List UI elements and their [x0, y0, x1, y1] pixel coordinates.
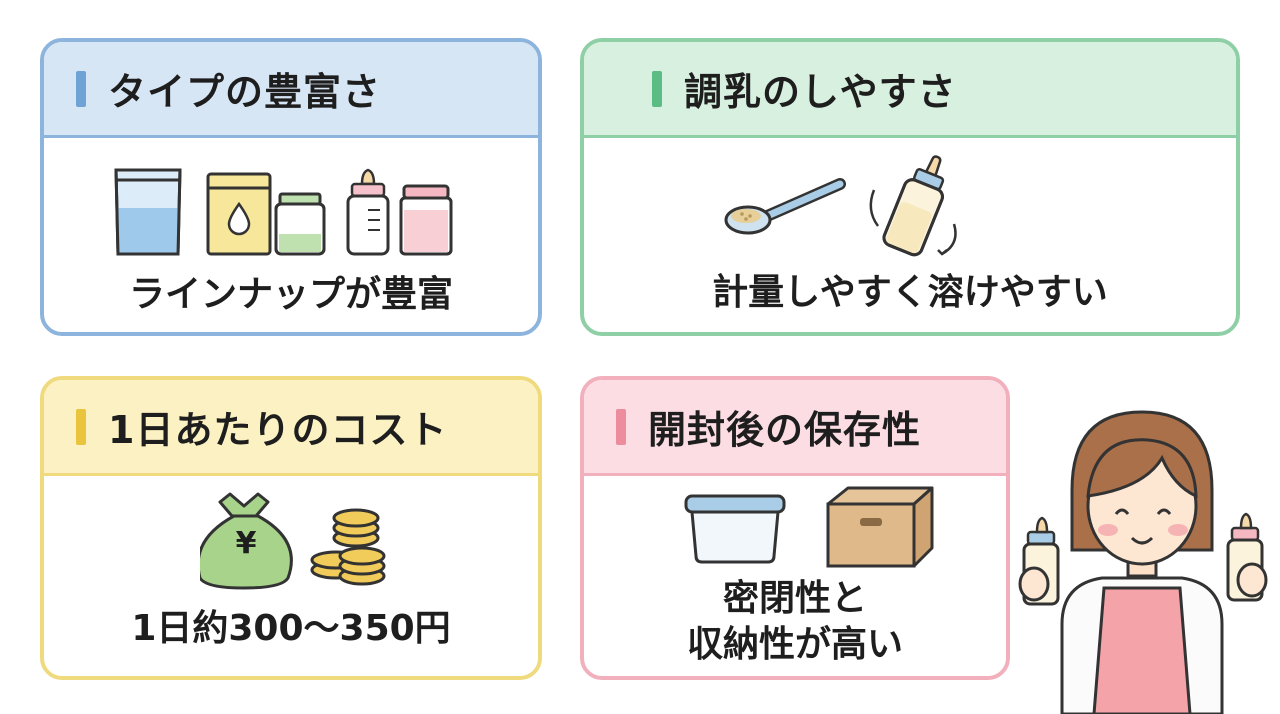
card-caption-line-1: 密閉性と: [722, 578, 867, 619]
card-caption: 1日約300〜350円: [131, 608, 451, 649]
cardboard-box-icon: [826, 486, 934, 568]
header-accent-bar: [652, 70, 662, 107]
header-accent-bar: [76, 70, 86, 107]
money-illustration: ¥: [200, 484, 386, 594]
card-header: 開封後の保存性: [584, 380, 1006, 476]
card-title: タイプの豊富さ: [108, 70, 382, 114]
jar-icon: [274, 192, 326, 256]
card-header: タイプの豊富さ: [44, 42, 538, 138]
card-storage-after-opening: 開封後の保存性 密閉性と 収納性が高い: [580, 376, 1010, 680]
box-icon: [206, 172, 272, 256]
card-caption: 計量しやすく溶けやすい: [712, 272, 1108, 313]
header-accent-bar: [76, 408, 86, 445]
header-accent-bar: [616, 408, 626, 445]
measuring-spoon-icon: [724, 178, 846, 235]
card-caption-line-2: 収納性が高い: [686, 624, 903, 665]
woman-holding-bottles-icon: [1018, 410, 1268, 714]
plastic-container-icon: [684, 494, 786, 564]
card-title: 開封後の保存性: [648, 408, 922, 452]
card-header: 1日あたりのコスト: [44, 380, 538, 476]
pouch-icon: [114, 168, 182, 256]
shaking-bottle-icon: [869, 155, 957, 257]
card-ease-of-mixing: 調乳のしやすさ 計量しやすく溶けやすい: [580, 38, 1240, 336]
card-daily-cost: 1日あたりのコスト ¥ 1日約300〜350円: [40, 376, 542, 680]
money-bag-icon: [200, 492, 386, 590]
card-header: 調乳のしやすさ: [584, 42, 1236, 138]
product-lineup-icons: [114, 168, 453, 256]
container-icon: [399, 184, 453, 256]
card-caption: ラインナップが豊富: [128, 274, 453, 315]
card-product-variety: タイプの豊富さ: [40, 38, 542, 336]
card-title: 調乳のしやすさ: [684, 70, 957, 114]
yen-symbol: ¥: [235, 526, 257, 561]
card-title: 1日あたりのコスト: [108, 408, 448, 452]
coin-stack-icon: [310, 508, 386, 586]
baby-bottle-icon: [346, 168, 390, 256]
